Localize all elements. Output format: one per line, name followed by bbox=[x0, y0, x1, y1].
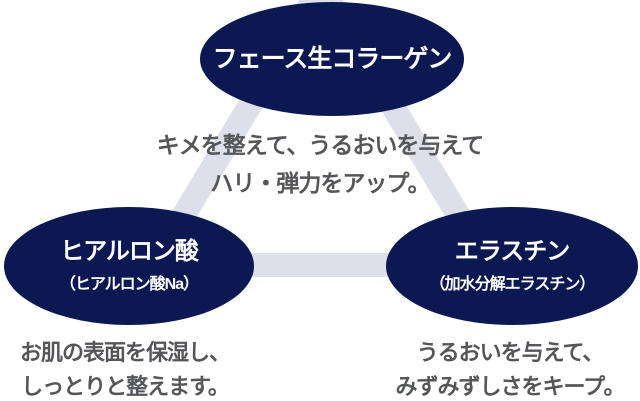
node-elastin-label: エラスチン bbox=[454, 237, 571, 265]
node-hyaluronic-acid-label: ヒアルロン酸 bbox=[60, 237, 199, 265]
node-collagen: フェース生コラーゲン bbox=[200, 2, 464, 116]
node-collagen-label: フェース生コラーゲン bbox=[212, 45, 453, 73]
center-caption: キメを整えて、うるおいを与えて ハリ・弾力をアップ。 bbox=[120, 126, 520, 202]
right-caption: うるおいを与えて、 みずみずしさをキープ。 bbox=[380, 336, 640, 401]
left-caption-line1: お肌の表面を保湿し、 bbox=[19, 340, 231, 365]
node-hyaluronic-acid-sublabel: （ヒアルロン酸Na） bbox=[59, 276, 199, 294]
right-caption-line1: うるおいを与えて、 bbox=[416, 340, 605, 365]
node-elastin: エラスチン （加水分解エラスチン） bbox=[386, 207, 638, 325]
left-caption-line2: しっとりと整えます。 bbox=[21, 374, 230, 399]
node-elastin-sublabel: （加水分解エラスチン） bbox=[429, 276, 596, 294]
left-caption: お肌の表面を保湿し、 しっとりと整えます。 bbox=[0, 336, 250, 401]
center-caption-line2: ハリ・弾力をアップ。 bbox=[210, 170, 430, 196]
center-caption-line1: キメを整えて、うるおいを与えて bbox=[156, 132, 485, 158]
right-caption-line2: みずみずしさをキープ。 bbox=[395, 374, 625, 399]
node-hyaluronic-acid: ヒアルロン酸 （ヒアルロン酸Na） bbox=[4, 207, 254, 325]
